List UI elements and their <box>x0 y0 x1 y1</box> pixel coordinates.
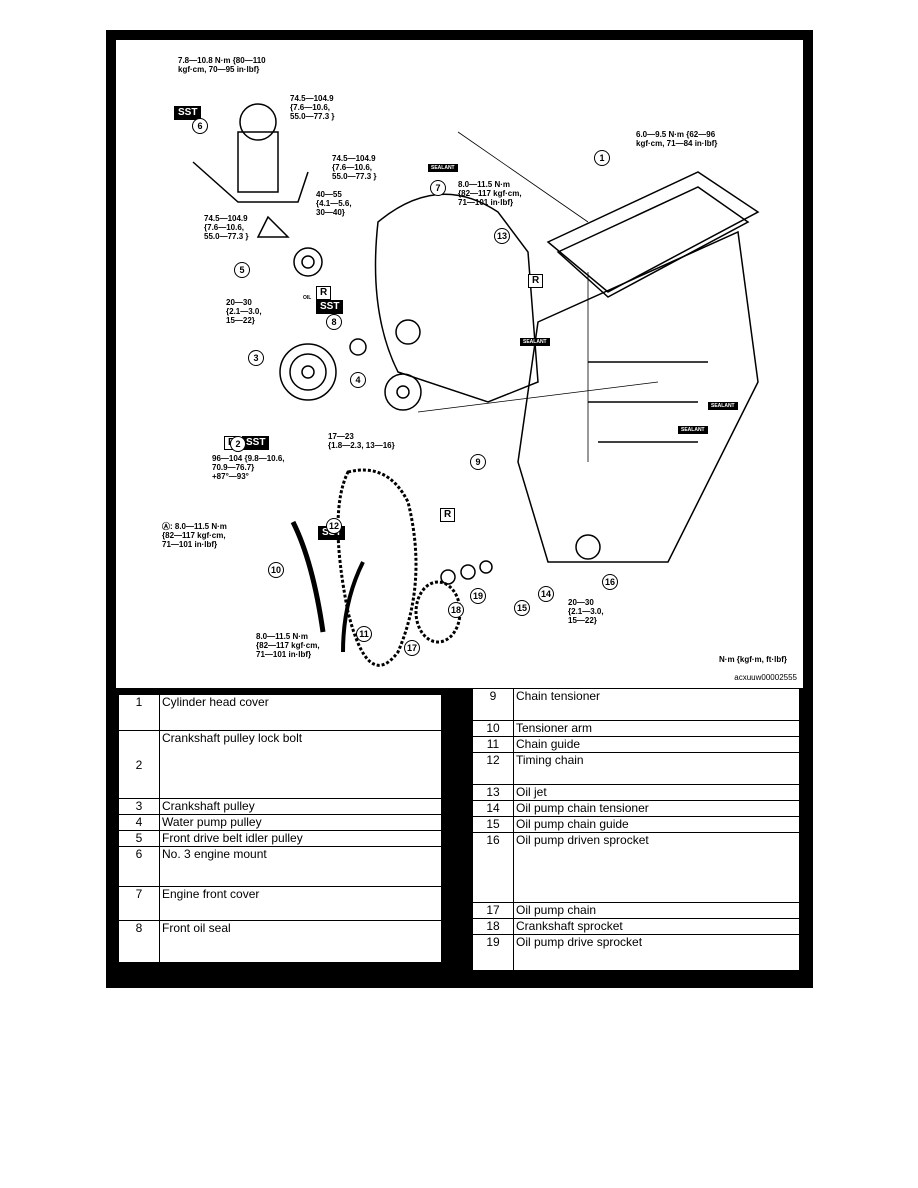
torque-callout-idler: 20—30 {2.1—3.0, 15—22} <box>226 298 262 325</box>
part-number-8: 8 <box>326 314 342 330</box>
torque-callout-mount-bolt: 7.8—10.8 N·m {80—110 kgf·cm, 70—95 in·lb… <box>178 56 266 74</box>
part-number-9: 9 <box>470 454 486 470</box>
r-tag: R <box>528 274 544 288</box>
r-tag: R <box>440 508 456 522</box>
torque-callout-guide-bolts: 8.0—11.5 N·m {82—117 kgf·cm, 71—101 in·l… <box>256 632 320 659</box>
part-number-18: 18 <box>448 602 464 618</box>
exploded-diagram: 7.8—10.8 N·m {80—110 kgf·cm, 70—95 in·lb… <box>116 40 803 688</box>
part-number-11: 11 <box>356 626 372 642</box>
part-number-15: 15 <box>514 600 530 616</box>
part-number-12: 12 <box>326 518 342 534</box>
document-frame: 7.8—10.8 N·m {80—110 kgf·cm, 70—95 in·lb… <box>106 30 813 988</box>
part-number-7: 7 <box>430 180 446 196</box>
torque-callout-mount-nuts: 74.5—104.9 {7.6—10.6, 55.0—77.3 } <box>290 94 335 121</box>
part-number-4: 4 <box>350 372 366 388</box>
diagram-drawing <box>192 103 760 667</box>
part-number-13: 13 <box>494 228 510 244</box>
part-number-2: 2 <box>230 436 246 452</box>
sst-tag: SST <box>242 436 270 450</box>
part-number-14: 14 <box>538 586 554 602</box>
part-number-1: 1 <box>594 150 610 166</box>
part-number-5: 5 <box>234 262 250 278</box>
sealant-tag: SEALANT <box>428 164 458 172</box>
torque-callout-mount-bolts-lower: 74.5—104.9 {7.6—10.6, 55.0—77.3 } <box>204 214 249 241</box>
part-number-10: 10 <box>268 562 284 578</box>
sst-tag: SST <box>316 300 344 314</box>
sealant-tag: SEALANT <box>520 338 550 346</box>
units-note: N·m {kgf·m, ft·lbf} <box>719 655 787 664</box>
figure-reference: acxuuw00002555 <box>734 673 797 682</box>
part-number-3: 3 <box>248 350 264 366</box>
part-number-6: 6 <box>192 118 208 134</box>
sst-tag: SST <box>174 106 202 120</box>
oil-tag: OIL <box>300 292 315 304</box>
torque-callout-mount-nuts-mid: 74.5—104.9 {7.6—10.6, 55.0—77.3 } <box>332 154 377 181</box>
torque-callout-cover-bolt: 40—55 {4.1—5.6, 30—40} <box>316 190 352 217</box>
sealant-tag: SEALANT <box>708 402 738 410</box>
part-number-19: 19 <box>470 588 486 604</box>
part-number-17: 17 <box>404 640 420 656</box>
torque-callout-a-note: Ⓐ: 8.0—11.5 N·m {82—117 kgf·cm, 71—101 i… <box>162 522 227 549</box>
torque-callout-pulley: 96—104 {9.8—10.6, 70.9—76.7} +87°—93° <box>212 454 285 481</box>
sealant-tag: SEALANT <box>678 426 708 434</box>
torque-callout-water-pump: 17—23 {1.8—2.3, 13—16} <box>328 432 395 450</box>
torque-callout-front-cover: 8.0—11.5 N·m {82—117 kgf·cm, 71—101 in·l… <box>458 180 522 207</box>
r-tag: R <box>316 286 332 300</box>
torque-callout-head-cover: 6.0—9.5 N·m {62—96 kgf·cm, 71—84 in·lbf} <box>636 130 718 148</box>
torque-callout-sprocket: 20—30 {2.1—3.0, 15—22} <box>568 598 604 625</box>
part-number-16: 16 <box>602 574 618 590</box>
